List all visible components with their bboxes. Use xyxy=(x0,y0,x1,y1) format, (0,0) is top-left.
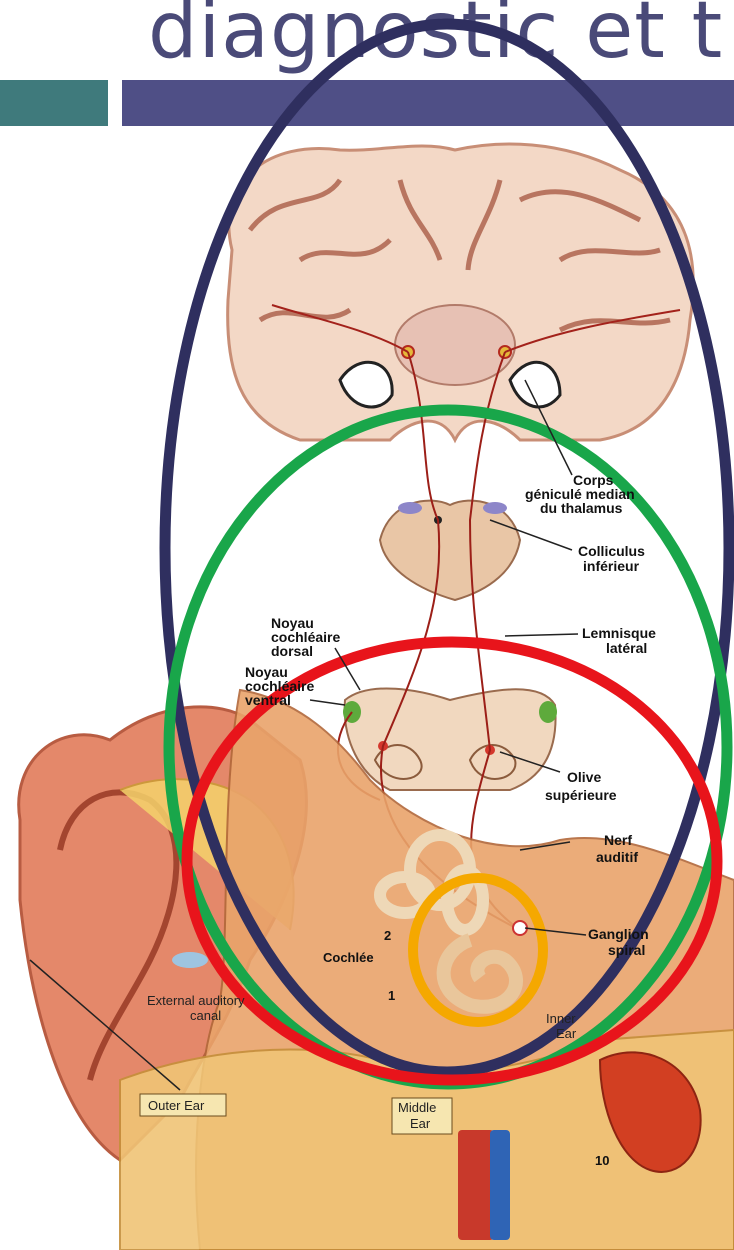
label-inner-ear-2: Ear xyxy=(556,1026,577,1041)
label-lemnisque-2: latéral xyxy=(606,640,647,656)
label-inner-ear-1: Inner xyxy=(546,1011,576,1026)
label-corps-genicule-3: du thalamus xyxy=(540,500,623,516)
label-number-10: 10 xyxy=(595,1153,609,1168)
label-outer-ear: Outer Ear xyxy=(148,1098,205,1113)
brainstem-slice xyxy=(343,688,557,790)
label-colliculus-1: Colliculus xyxy=(578,543,645,559)
midbrain-slice xyxy=(380,501,520,600)
label-colliculus-2: inférieur xyxy=(583,558,640,574)
label-ganglion-1: Ganglion xyxy=(588,926,649,942)
label-nerf-1: Nerf xyxy=(604,832,632,848)
label-ganglion-2: spiral xyxy=(608,942,645,958)
label-noyau-dorsal-3: dorsal xyxy=(271,643,313,659)
label-nerf-2: auditif xyxy=(596,849,638,865)
label-number-1: 1 xyxy=(388,988,395,1003)
label-olive-1: Olive xyxy=(567,769,601,785)
label-olive-2: supérieure xyxy=(545,787,617,803)
label-noyau-ventral-3: ventral xyxy=(245,692,291,708)
label-middle-ear-2: Ear xyxy=(410,1116,431,1131)
label-cochlee: Cochlée xyxy=(323,950,374,965)
label-middle-ear-1: Middle xyxy=(398,1100,436,1115)
brain-coronal-section xyxy=(228,144,694,440)
label-number-2: 2 xyxy=(384,928,391,943)
label-lemnisque-1: Lemnisque xyxy=(582,625,656,641)
label-external-canal-1: External auditory xyxy=(147,993,245,1008)
label-external-canal-2: canal xyxy=(190,1008,221,1023)
